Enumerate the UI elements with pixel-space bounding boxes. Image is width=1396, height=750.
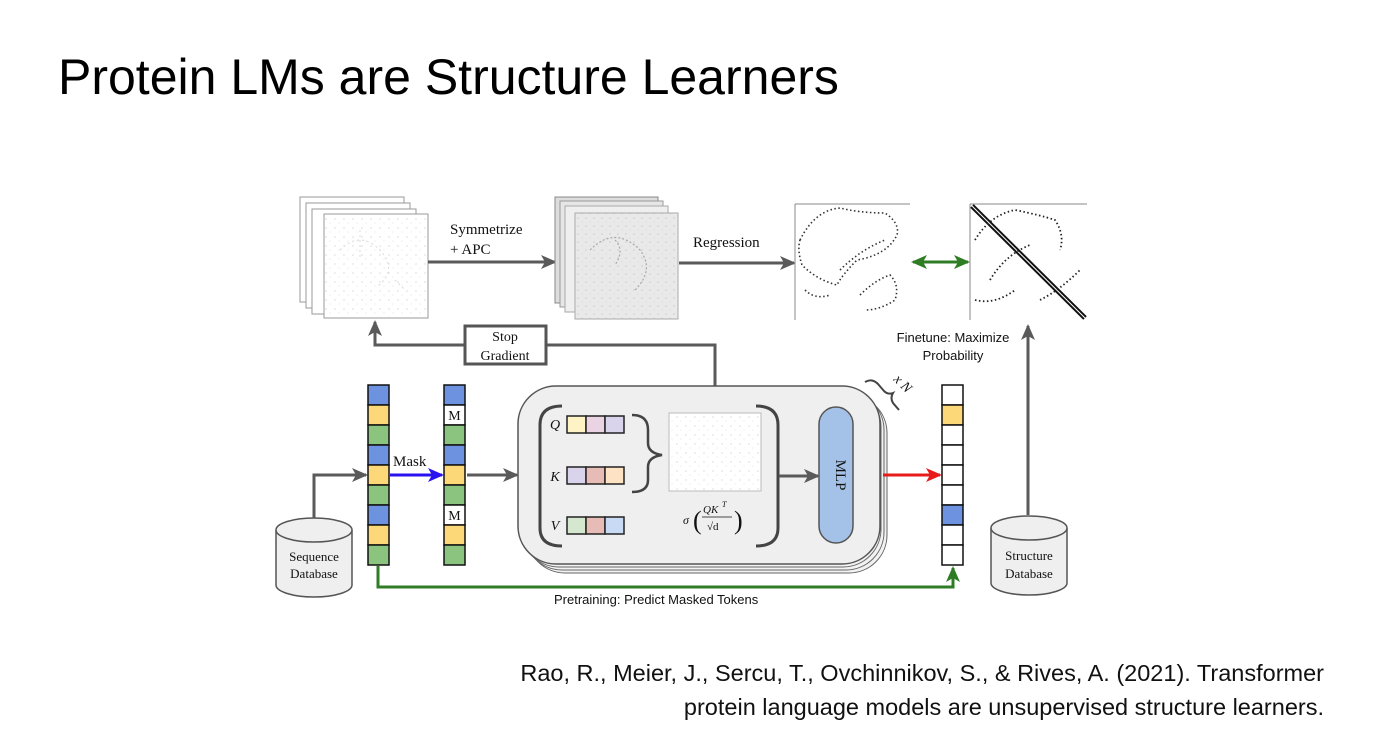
predicted-contact-map bbox=[794, 203, 910, 320]
mask-token-label: M bbox=[448, 509, 461, 524]
finetune-label-line1: Finetune: Maximize bbox=[897, 330, 1010, 345]
svg-text:QK: QK bbox=[703, 504, 719, 516]
sequence-db-label-line2: Database bbox=[290, 566, 338, 581]
mask-token-label: M bbox=[448, 409, 461, 424]
query-cell bbox=[566, 415, 587, 434]
output-token bbox=[941, 484, 964, 506]
sequence-input-arrow bbox=[312, 468, 368, 518]
repeat-brace bbox=[864, 379, 900, 411]
pretraining-label: Pretraining: Predict Masked Tokens bbox=[554, 592, 759, 607]
value-cell bbox=[604, 516, 625, 535]
input-token bbox=[367, 384, 390, 406]
svg-text:√d: √d bbox=[707, 521, 719, 533]
query-cell bbox=[585, 415, 606, 434]
stop-gradient-box bbox=[463, 324, 548, 366]
masked-token bbox=[443, 384, 466, 406]
sequence-database: Sequence Database bbox=[275, 517, 353, 598]
symmetrized-maps-stack bbox=[554, 196, 679, 320]
output-token bbox=[941, 504, 964, 526]
input-token bbox=[367, 404, 390, 426]
mask-label: Mask bbox=[393, 454, 427, 470]
input-sequence bbox=[367, 384, 390, 566]
attention-maps-stack bbox=[299, 196, 429, 319]
input-token bbox=[367, 444, 390, 466]
regression-label: Regression bbox=[693, 235, 760, 251]
output-token bbox=[941, 524, 964, 546]
svg-text:T: T bbox=[722, 500, 727, 509]
qk-curly-brace bbox=[631, 413, 663, 494]
key-cell bbox=[604, 466, 625, 485]
masked-token bbox=[443, 444, 466, 466]
mlp-label: MLP bbox=[832, 460, 848, 491]
masked-token bbox=[443, 544, 466, 566]
stop-gradient-label-line2: Gradient bbox=[481, 349, 530, 364]
structure-db-label-line2: Database bbox=[1005, 566, 1053, 581]
citation: Rao, R., Meier, J., Sercu, T., Ovchinnik… bbox=[520, 656, 1324, 724]
output-token bbox=[941, 424, 964, 446]
input-token bbox=[367, 424, 390, 446]
stop-gradient-label-line1: Stop bbox=[492, 330, 518, 345]
mlp-block bbox=[818, 406, 854, 544]
input-token bbox=[367, 504, 390, 526]
key-vector bbox=[566, 466, 625, 485]
symmetrize-label: Symmetrize bbox=[450, 222, 523, 238]
sequence-db-label-line1: Sequence bbox=[289, 549, 339, 564]
value-vector bbox=[566, 516, 625, 535]
structure-db-label-line1: Structure bbox=[1005, 548, 1053, 563]
output-token bbox=[941, 544, 964, 566]
attention-right-bracket bbox=[755, 404, 780, 548]
k-label: K bbox=[549, 470, 560, 485]
softmax-formula: σ ( QK T √d ) bbox=[683, 500, 743, 535]
slide-title: Protein LMs are Structure Learners bbox=[58, 49, 839, 105]
value-cell bbox=[566, 516, 587, 535]
svg-text:σ: σ bbox=[683, 513, 690, 527]
output-sequence bbox=[941, 384, 964, 566]
output-token bbox=[941, 384, 964, 406]
input-token bbox=[367, 464, 390, 486]
masked-token bbox=[443, 424, 466, 446]
masked-token bbox=[443, 484, 466, 506]
apc-label: + APC bbox=[450, 242, 491, 258]
masked-token bbox=[443, 524, 466, 546]
output-token bbox=[941, 464, 964, 486]
input-token bbox=[367, 524, 390, 546]
svg-text:): ) bbox=[734, 506, 743, 535]
structure-database: Structure Database bbox=[990, 515, 1068, 596]
masked-token bbox=[443, 464, 466, 486]
output-token bbox=[941, 404, 964, 426]
masked-sequence: MM bbox=[443, 384, 466, 566]
pretraining-arrow bbox=[376, 566, 960, 589]
q-label: Q bbox=[550, 418, 560, 433]
query-cell bbox=[604, 415, 625, 434]
citation-line-2: protein language models are unsupervised… bbox=[683, 694, 1324, 720]
true-contact-map bbox=[969, 203, 1087, 320]
citation-line-1: Rao, R., Meier, J., Sercu, T., Ovchinnik… bbox=[520, 660, 1324, 686]
query-vector bbox=[566, 415, 625, 434]
svg-text:(: ( bbox=[693, 506, 702, 535]
value-cell bbox=[585, 516, 606, 535]
attention-map bbox=[668, 412, 762, 492]
finetune-label-line2: Probability bbox=[923, 348, 984, 363]
input-token bbox=[367, 544, 390, 566]
key-cell bbox=[585, 466, 606, 485]
output-token bbox=[941, 444, 964, 466]
v-label: V bbox=[551, 519, 561, 534]
input-token bbox=[367, 484, 390, 506]
key-cell bbox=[566, 466, 587, 485]
attention-left-bracket bbox=[538, 404, 563, 548]
